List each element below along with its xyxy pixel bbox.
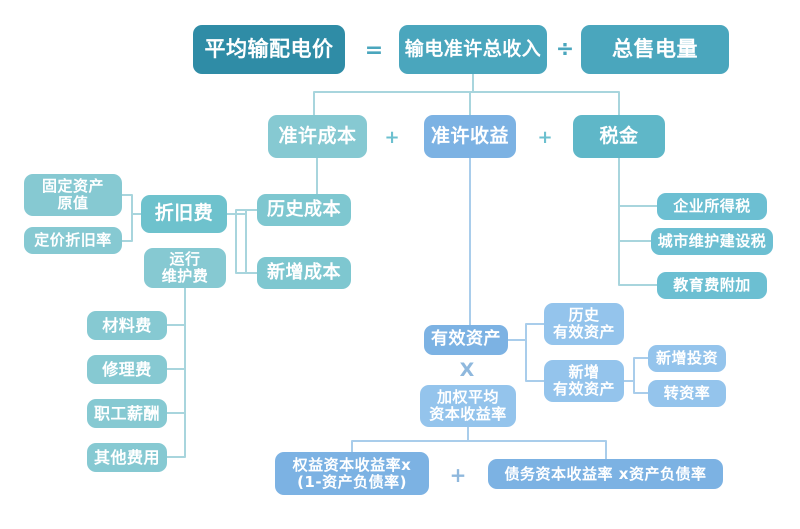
connector-asset-children: [507, 323, 545, 382]
node-edu_surcharge[interactable]: 教育费附加: [657, 272, 767, 299]
node-equity_formula[interactable]: 权益资本收益率x (1-资产负债率): [275, 452, 429, 495]
node-new_cost[interactable]: 新增成本: [257, 257, 351, 289]
operator-op_plus_3: +: [449, 463, 467, 487]
connector-maint-children: [166, 287, 186, 458]
node-total_revenue[interactable]: 输电准许总收入: [399, 25, 547, 74]
node-depr_rate[interactable]: 定价折旧率: [24, 227, 122, 254]
node-city_tax[interactable]: 城市维护建设税: [651, 228, 773, 255]
node-taxes[interactable]: 税金: [573, 115, 665, 158]
operator-op_plus_1: +: [384, 126, 400, 148]
node-depreciation[interactable]: 折旧费: [141, 195, 227, 233]
node-repair_fee[interactable]: 修理费: [87, 355, 167, 384]
node-staff_salary[interactable]: 职工薪酬: [87, 399, 167, 428]
node-conv_rate[interactable]: 转资率: [648, 380, 726, 407]
operator-op_divide: ÷: [555, 36, 575, 62]
node-oper_maint[interactable]: 运行 维护费: [144, 248, 226, 288]
node-other_fee[interactable]: 其他费用: [87, 443, 167, 472]
node-new_eff_asset[interactable]: 新增 有效资产: [544, 360, 624, 402]
node-fixed_asset[interactable]: 固定资产 原值: [24, 174, 122, 216]
node-weighted_roc[interactable]: 加权平均 资本收益率: [420, 385, 516, 427]
operator-op_plus_2: +: [537, 126, 553, 148]
node-debt_formula[interactable]: 债务资本收益率 x资产负债率: [488, 459, 723, 489]
operator-op_equals: =: [364, 37, 384, 63]
node-allowed_return[interactable]: 准许收益: [424, 115, 516, 158]
node-allowed_cost[interactable]: 准许成本: [268, 115, 367, 158]
node-new_investment[interactable]: 新增投资: [648, 345, 726, 372]
node-hist_eff_asset[interactable]: 历史 有效资产: [544, 303, 624, 345]
node-material_fee[interactable]: 材料费: [87, 311, 167, 340]
node-total_sales[interactable]: 总售电量: [581, 25, 729, 74]
connector-depr-bus: [226, 209, 258, 274]
connector-revenue-to-row2: [313, 73, 620, 116]
connector-fixed-to-depr: [121, 194, 142, 242]
node-effective_asset[interactable]: 有效资产: [424, 325, 508, 355]
node-hist_cost[interactable]: 历史成本: [257, 194, 351, 226]
connector-roc-children: [351, 426, 607, 460]
node-income_tax[interactable]: 企业所得税: [657, 193, 767, 220]
node-avg_price[interactable]: 平均输配电价: [193, 25, 345, 74]
connector-newasset-kids: [623, 357, 649, 394]
connector-tax-children: [618, 157, 658, 286]
operator-op_times: X: [459, 359, 475, 381]
